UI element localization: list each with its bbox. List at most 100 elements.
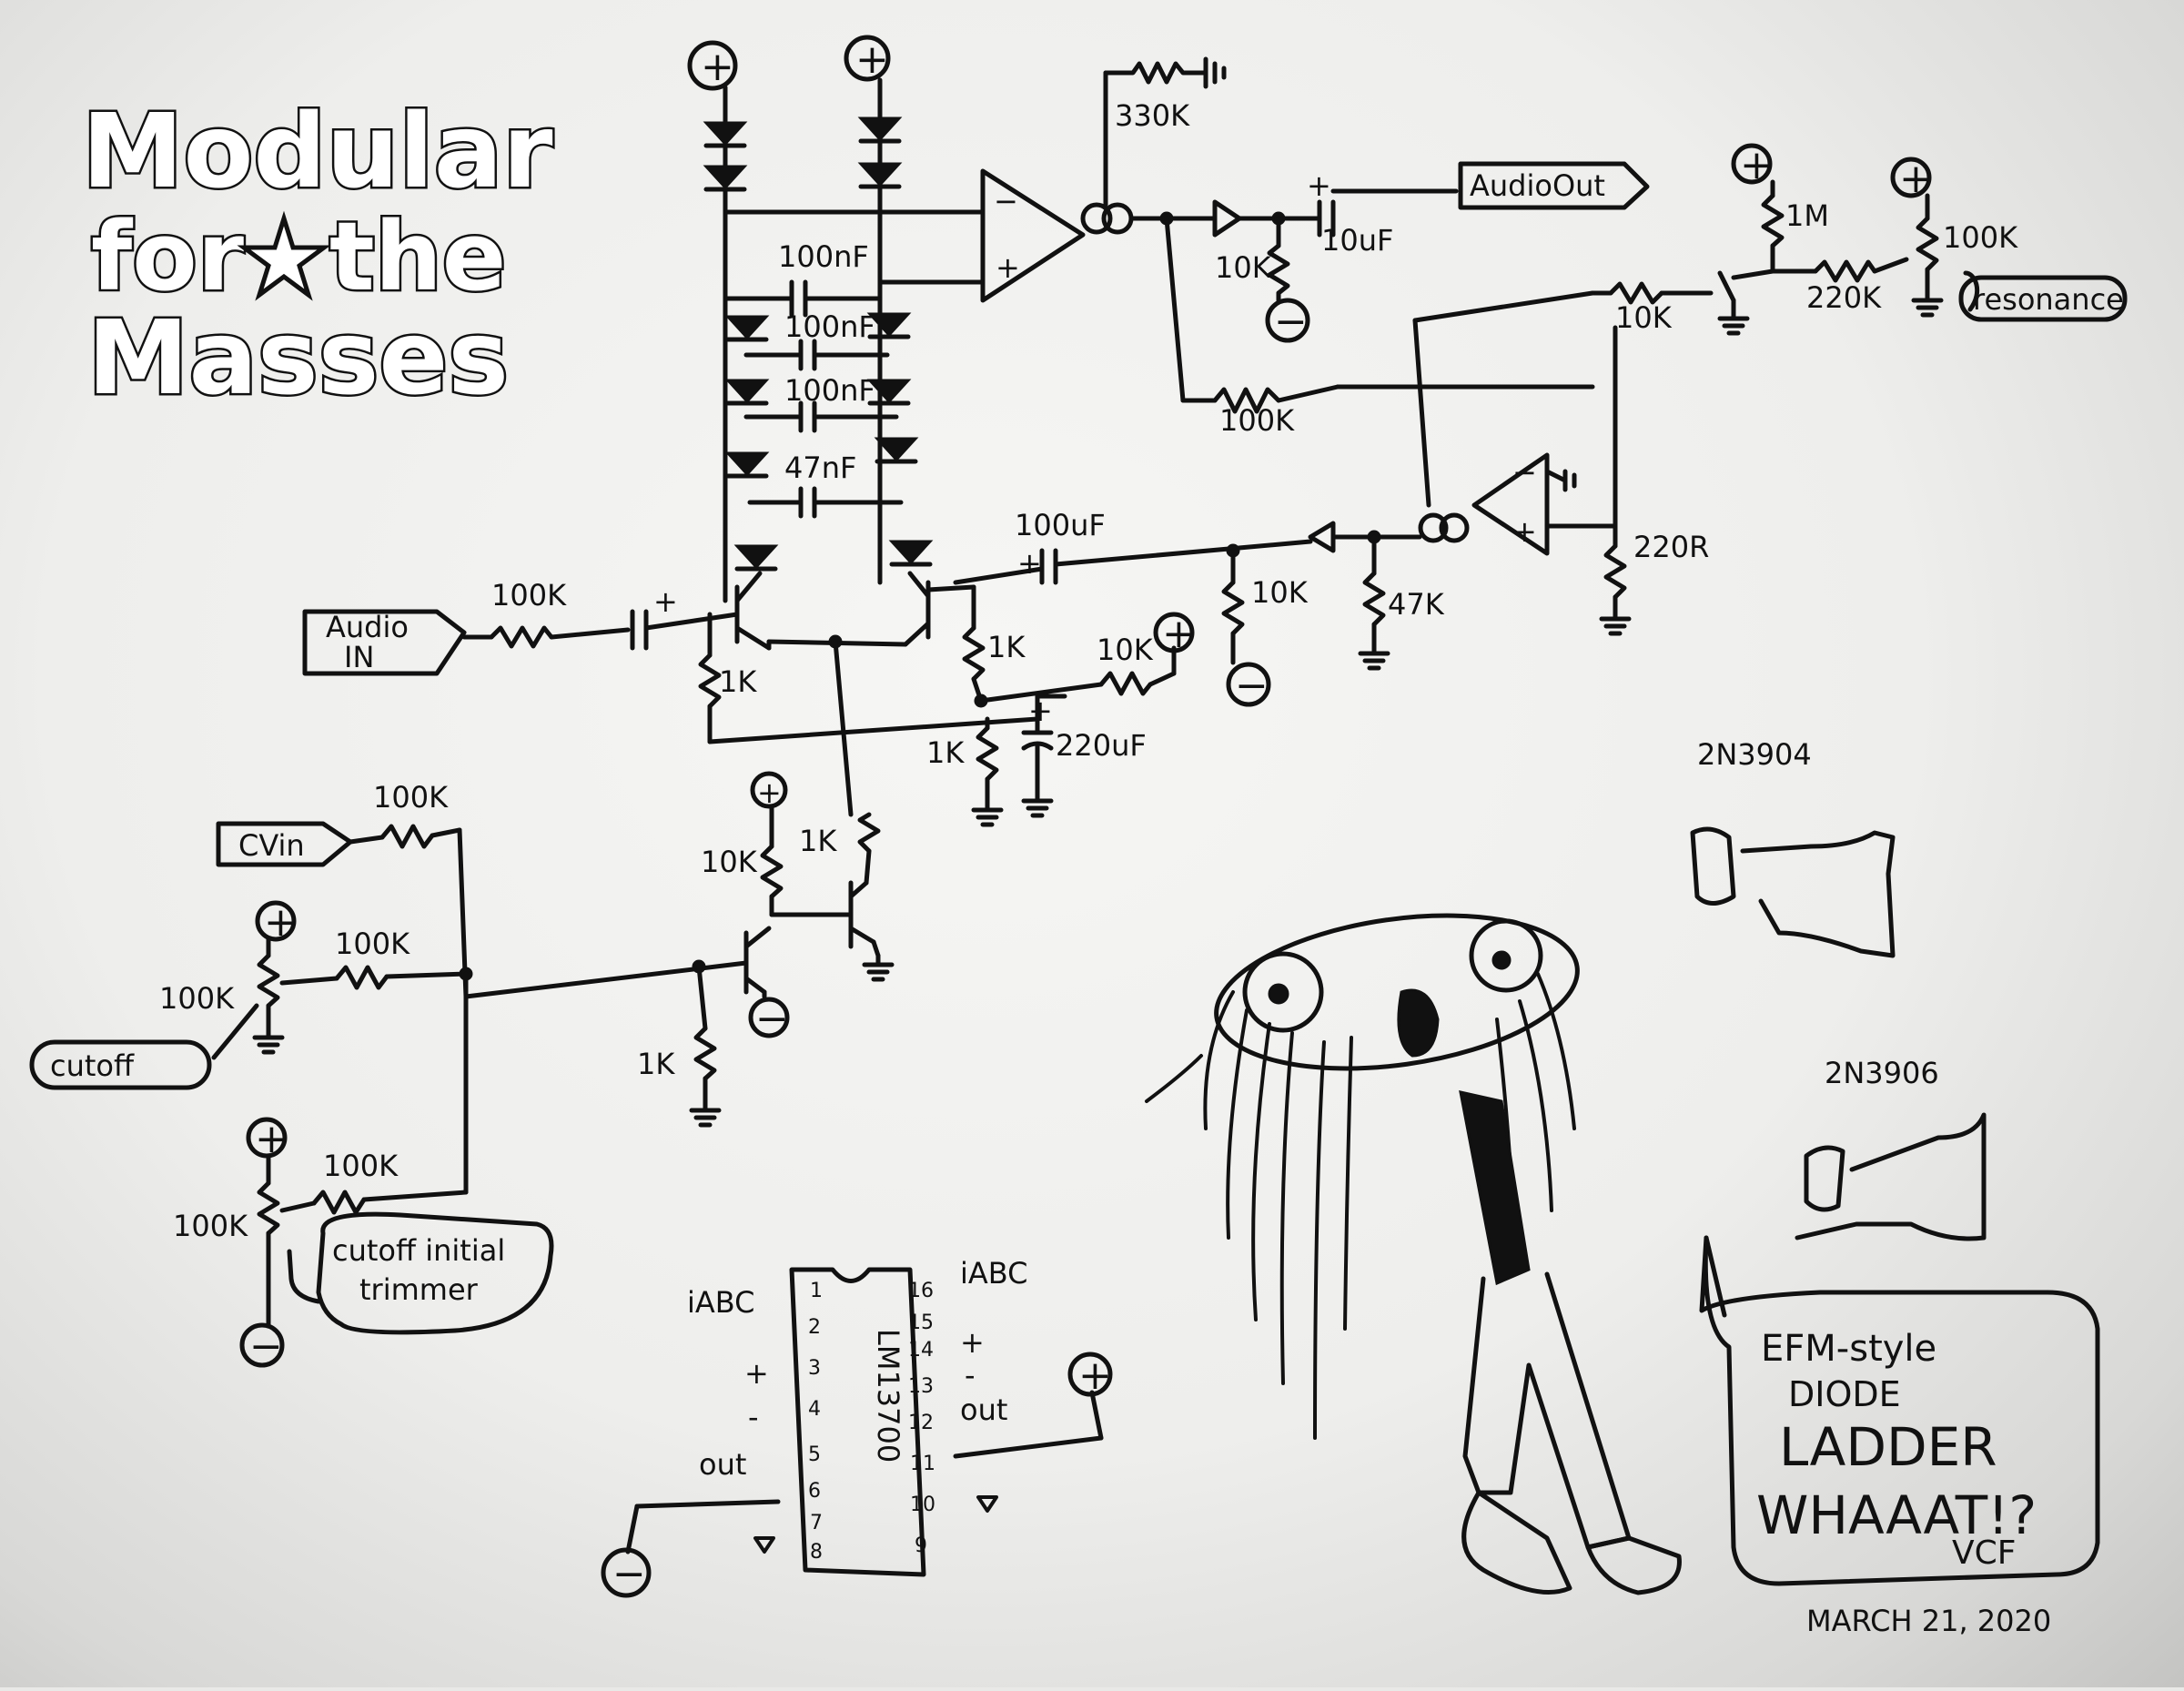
star-icon [237,210,331,301]
resistor-10k-resonance: 10K [1615,300,1673,335]
svg-text:−: − [249,1323,283,1370]
cap-100nf-a: 100nF [778,239,869,274]
resistor-220r: 220R [1633,530,1709,564]
svg-text:+: + [757,775,782,810]
svg-text:5: 5 [808,1443,821,1466]
pinout-2n3904: 2N3904 [1690,737,1896,958]
input-opamp: − + 220R 47K − 10K + 100uF [953,325,1709,709]
iabc-left-label: iABC [687,1285,755,1320]
bubble-line-4: WHAAAT!? [1756,1484,2037,1546]
resistor-1k-left: 1K [719,664,757,699]
svg-text:+: + [1017,546,1042,581]
cap-220uf: 220uF [1056,728,1147,763]
resistor-100k-in: 100K [491,578,567,613]
svg-text:−: − [1274,299,1308,345]
svg-text:8: 8 [810,1541,823,1564]
pnp-label: 2N3906 [1825,1056,1939,1090]
diode-ladder: + + 100nF 100nF [687,35,934,603]
svg-text:1: 1 [810,1280,823,1302]
resistor-47k: 47K [1388,587,1445,622]
title-line-2b: the [329,201,506,312]
pinout-2n3906: 2N3906 [1795,1056,1987,1241]
svg-text:13: 13 [908,1375,934,1398]
resistor-1k-q: 1K [799,824,837,858]
out-left-label: out [699,1447,746,1482]
bubble-line-3: LADDER [1779,1416,1997,1478]
cutoff-trim-tag [316,1211,554,1335]
resistor-220k: 220K [1806,280,1882,315]
title-line-3: Masses [87,299,509,418]
resistor-100k-cv: 100K [373,780,449,815]
output-opamp: − + 330K − 10K + 10uF AudioOut [723,56,1650,438]
svg-text:6: 6 [808,1480,821,1503]
resonance-tag [1958,275,2128,322]
svg-text:+: + [1740,142,1774,188]
resonance-section: + 1M 220K + 100K resonance 10K [1412,142,2128,508]
svg-text:+: + [653,584,678,619]
bubble-line-5: VCF [1952,1534,2016,1572]
cartoon-creature [1145,913,1682,1595]
svg-text:+: + [744,1356,769,1391]
audio-in-label-1: Audio [326,610,409,644]
resistor-330k: 330K [1115,98,1190,133]
resistor-1k-right: 1K [987,630,1026,664]
pot-100k-resonance: 100K [1943,220,2018,255]
cap-47nf: 47nF [784,451,856,485]
svg-text:+: + [255,1116,288,1162]
svg-text:12: 12 [908,1412,934,1434]
svg-text:+: + [996,250,1020,285]
diff-pair: Audio IN 100K + 1K 1K [302,571,1196,827]
cap-100uf: 100uF [1015,508,1106,542]
resistor-100k-cutoff: 100K [335,927,410,961]
plus-supply-left [687,40,738,91]
audio-in-tag [302,609,467,676]
svg-text:+: + [1078,1352,1112,1399]
audio-out-tag [1458,161,1650,210]
svg-text:+: + [1307,168,1331,203]
svg-text:+: + [855,36,889,83]
resistor-10k-out: 10K [1215,250,1272,285]
cv-in-label: CVin [238,828,305,863]
resistor-100k-feedback: 100K [1219,403,1295,438]
svg-text:15: 15 [908,1311,934,1334]
svg-text:2: 2 [808,1316,821,1339]
diodes-left [703,121,779,572]
out-right-label: out [960,1392,1007,1427]
svg-text:−: − [1235,663,1269,709]
audio-in-label-2: IN [344,640,374,674]
svg-text:−: − [1512,455,1537,490]
title-line-1: Modular [82,93,553,211]
cap-100nf-c: 100nF [784,373,875,408]
title-line-2: for [91,201,244,312]
date-label: MARCH 21, 2020 [1806,1604,2051,1638]
diodes-right [857,116,934,567]
resistor-10k-mid: 10K [1251,575,1309,610]
svg-text:3: 3 [808,1357,821,1380]
ic-name: LM13700 [871,1329,905,1463]
svg-text:16: 16 [908,1280,934,1302]
svg-text:+: + [960,1325,985,1360]
lm13700-chip: LM13700 iABC iABC + - out out + - 1 2 3 … [601,1256,1113,1598]
resistor-100k-trim: 100K [323,1149,399,1183]
npn-label: 2N3904 [1697,737,1812,772]
resistor-1m: 1M [1785,198,1829,233]
audio-out-label: AudioOut [1470,168,1605,203]
cap-10uf: 10uF [1321,223,1393,258]
svg-text:7: 7 [810,1512,823,1534]
cv-section: CVin 100K + 100K 100K cutoff + − 100K [29,771,895,1370]
svg-text:11: 11 [910,1453,935,1475]
cap-100nf-b: 100nF [784,309,875,344]
svg-text:+: + [1028,694,1053,728]
cutoff-trim-label-1: cutoff initial [332,1233,505,1268]
svg-text:−: − [755,996,789,1042]
cutoff-label: cutoff [50,1048,135,1083]
svg-text:14: 14 [908,1339,934,1362]
ic-body [789,1267,926,1577]
bubble-line-2: DIODE [1788,1374,1901,1414]
resonance-label: resonance [1973,282,2124,317]
svg-text:-: - [965,1358,976,1392]
svg-text:−: − [612,1551,646,1597]
svg-text:+: + [1162,611,1196,657]
svg-text:9: 9 [915,1534,927,1557]
